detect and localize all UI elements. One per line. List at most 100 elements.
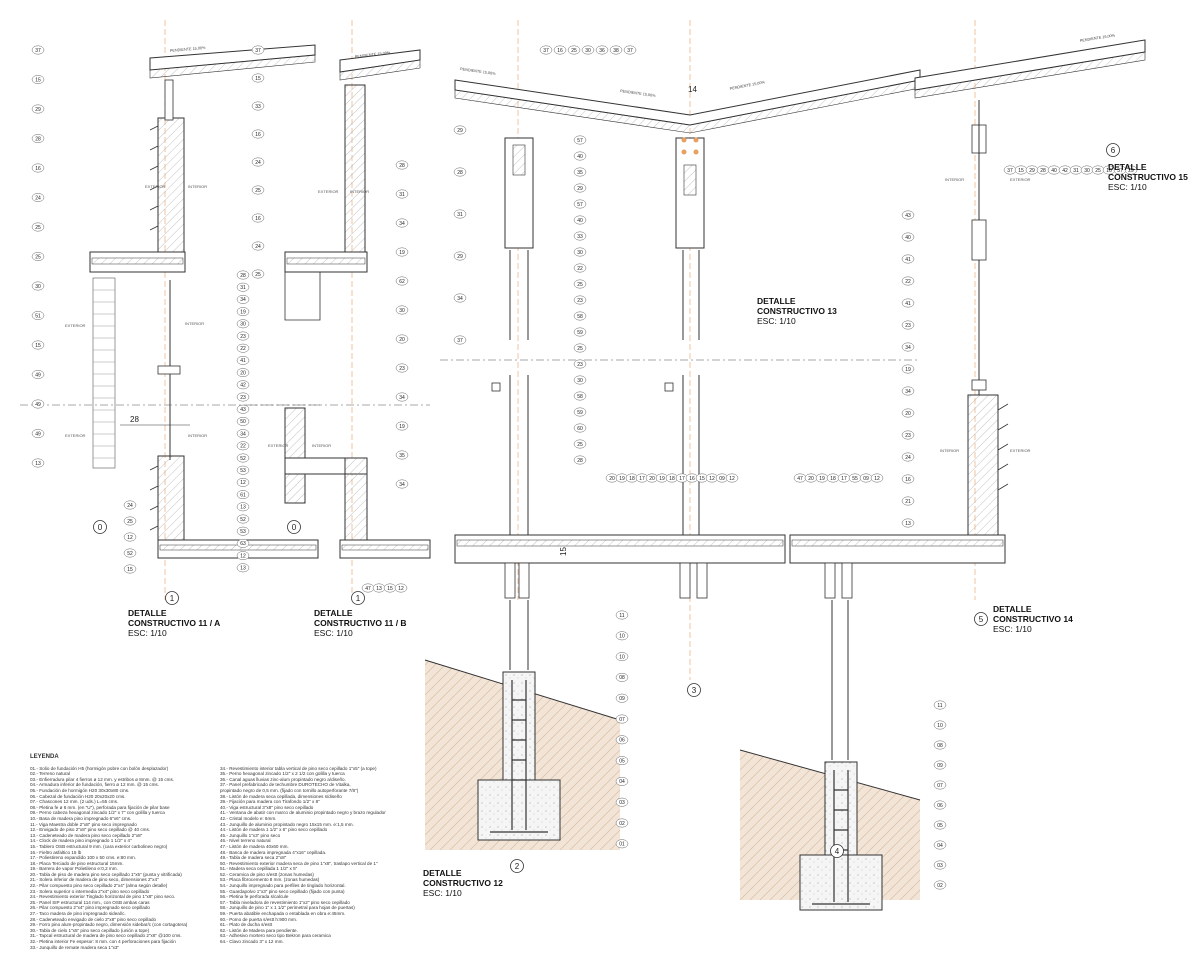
ref-tag: 31: [236, 282, 250, 292]
svg-text:07: 07: [619, 717, 625, 723]
svg-text:09: 09: [863, 476, 869, 482]
detail-number-circle: 0: [287, 520, 301, 534]
ref-tag: 02: [615, 818, 629, 828]
ref-tag: 23: [901, 320, 915, 330]
legend-item: 41.- Ventana de abatir con marco de alum…: [220, 810, 386, 816]
svg-text:12: 12: [240, 553, 246, 559]
svg-text:17: 17: [639, 476, 645, 482]
legend-item: 27.- Taco madera de pino impregnado side…: [30, 911, 126, 917]
ref-tag: 23: [573, 359, 587, 369]
legend-item: 16.- Fieltro asfaltico 15 lb: [30, 849, 82, 855]
svg-text:18: 18: [629, 476, 635, 482]
detail-number-circle: 0: [93, 520, 107, 534]
svg-text:23: 23: [577, 362, 583, 368]
ref-tag: 08: [615, 672, 629, 682]
svg-text:15: 15: [1018, 168, 1024, 174]
ref-tag: 17: [837, 473, 851, 483]
ref-tag: 16: [553, 45, 567, 55]
legend-item: 35.- Perno hexagonal zincado 1/2" x 2 1/…: [220, 771, 345, 777]
svg-text:33: 33: [577, 234, 583, 240]
legend-item: 25.- Panel SIP estructural 114 mm., con …: [30, 899, 150, 905]
svg-text:37: 37: [627, 48, 633, 54]
svg-text:30: 30: [240, 322, 246, 328]
legend-item: 23.- Solera superior o intermedia 2"x4" …: [30, 888, 150, 894]
legend-item: 15.- Tablero OSB estructural 9 mm. (cara…: [30, 843, 168, 849]
svg-text:24: 24: [255, 160, 261, 166]
svg-text:04: 04: [619, 779, 625, 785]
svg-text:52: 52: [127, 551, 133, 557]
ref-tag: 05: [615, 756, 629, 766]
legend-item: 36.- Canal aguas lluvias zinc-alum propi…: [220, 776, 346, 782]
ref-tag: 15: [695, 473, 709, 483]
ref-tag: 34: [453, 293, 467, 303]
slope-label: PENDIENTE 15,00%: [729, 80, 765, 91]
ref-tag: 37: [251, 45, 265, 55]
svg-text:13: 13: [905, 521, 911, 527]
svg-text:11: 11: [619, 613, 624, 619]
legend-item: 33.- Junquillo de remate madera seca 1"x…: [30, 944, 120, 950]
svg-text:19: 19: [399, 250, 405, 256]
legend-item: 09.- Perno cabeza hexagonal zincado 1/2"…: [30, 810, 165, 816]
svg-text:16: 16: [255, 216, 261, 222]
legend-item: 31.- Tapcal estructural de madera de pin…: [30, 933, 182, 939]
legend-column-1: 01.- Solio de fundación H5 (hormigón pob…: [30, 766, 210, 951]
ref-tag: 29: [453, 251, 467, 261]
ref-tag: 29: [1025, 165, 1039, 175]
ref-tag: 08: [933, 740, 947, 750]
svg-text:38: 38: [613, 48, 619, 54]
ref-tag: 18: [826, 473, 840, 483]
ref-tag: 17: [675, 473, 689, 483]
svg-text:36: 36: [599, 48, 605, 54]
svg-text:34: 34: [240, 297, 246, 303]
svg-text:15: 15: [255, 76, 261, 82]
svg-text:15: 15: [699, 476, 705, 482]
svg-text:20: 20: [905, 411, 911, 417]
svg-text:30: 30: [585, 48, 591, 54]
svg-text:0: 0: [98, 523, 103, 532]
legend-item: 29.- Forro pino alum-propintado negro, d…: [30, 922, 188, 928]
svg-text:47: 47: [365, 586, 371, 592]
svg-text:11: 11: [937, 703, 942, 709]
legend-item: 34.- Revestimiento interior tabla vertic…: [220, 765, 377, 771]
svg-text:34: 34: [399, 482, 405, 488]
legend-item: 43.- Junquillo de aluminio propintado ne…: [220, 821, 354, 827]
ref-tag: 34: [236, 294, 250, 304]
svg-text:57: 57: [577, 138, 583, 144]
ref-tag: 16: [251, 129, 265, 139]
ref-tag: 11: [933, 700, 947, 710]
ref-tag: 05: [933, 820, 947, 830]
svg-text:40: 40: [1051, 168, 1057, 174]
ref-tag: 25: [251, 185, 265, 195]
svg-text:06: 06: [937, 803, 943, 809]
ref-tag: 33: [573, 231, 587, 241]
legend-item: 03.- Enfierradura pilar 4 fierros ø 12 m…: [30, 776, 175, 782]
legend-item: 22.- Pilar compuesto pino seco cepillado…: [30, 883, 168, 889]
label-exterior: EXTERIOR: [318, 189, 339, 194]
svg-text:22: 22: [240, 444, 246, 450]
svg-text:25: 25: [127, 519, 133, 525]
svg-text:53: 53: [240, 529, 246, 535]
ref-tag: 34: [395, 218, 409, 228]
svg-text:08: 08: [937, 743, 943, 749]
svg-text:41: 41: [240, 358, 246, 364]
ref-tag: 40: [573, 151, 587, 161]
ref-tag: 23: [395, 363, 409, 373]
legend-item: 20.- Tabla de piso de madera pino seco c…: [30, 871, 182, 877]
legend-item: 46.- Nivel terreno natural: [220, 838, 271, 844]
label-exterior: EXTERIOR: [65, 323, 86, 328]
ref-tag: 15: [31, 340, 45, 350]
legend-item: 45.- Junquillo 1"x3" pino seco: [220, 832, 281, 838]
ref-tag: 09: [933, 760, 947, 770]
ref-tag: 15: [251, 73, 265, 83]
legend-item: 30.- Tabla de cielo 1"x5" pino seco cepi…: [30, 927, 150, 933]
label-interior: INTERIOR: [188, 184, 207, 189]
svg-text:12: 12: [709, 476, 715, 482]
detail-4-drawing: [739, 600, 921, 911]
ref-tag: 03: [615, 797, 629, 807]
slope-label: PENDIENTE 15,00%: [170, 46, 206, 53]
legend-item: 17.- Poliestireno expandido 100 x 50 cms…: [30, 855, 136, 861]
ref-tag: 13: [901, 518, 915, 528]
svg-text:6: 6: [1111, 146, 1116, 155]
svg-text:37: 37: [255, 48, 261, 54]
